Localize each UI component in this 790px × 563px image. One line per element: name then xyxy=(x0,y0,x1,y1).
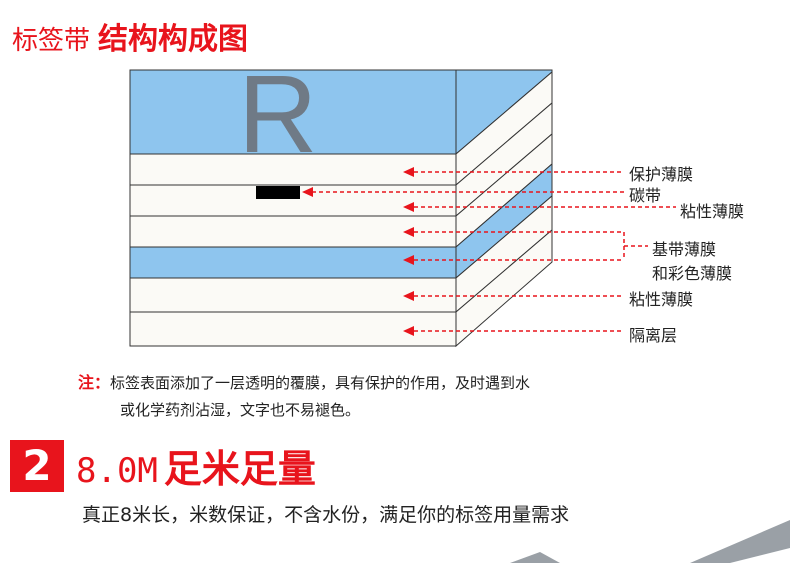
arrowhead-protective xyxy=(403,167,414,177)
label-adhesive-film-2: 粘性薄膜 xyxy=(629,290,694,309)
section-number-badge: 2 xyxy=(10,440,64,492)
layer-protective xyxy=(129,153,457,186)
side-strip-6 xyxy=(455,228,553,348)
arrowhead-base-2 xyxy=(403,255,414,265)
pen-decoration xyxy=(510,520,790,563)
arrowhead-base-1 xyxy=(403,227,414,237)
note-text: 注：标签表面添加了一层透明的覆膜，具有保护的作用，及时遇到水 或化学药剂沾湿，文… xyxy=(78,369,530,424)
label-separator: 隔离层 xyxy=(629,326,678,345)
section2-description: 真正8米长，米数保证，不含水份，满足你的标签用量需求 xyxy=(82,504,570,526)
note-line-2: 或化学药剂沾湿，文字也不易褪色。 xyxy=(120,401,361,419)
arrowhead-adhesive-1 xyxy=(403,202,414,212)
page-title: 标签带结构构成图 xyxy=(12,14,248,58)
arrowhead-separator xyxy=(403,326,414,336)
label-color-film: 和彩色薄膜 xyxy=(652,264,733,283)
carbon-ribbon-block xyxy=(256,186,300,199)
note-line-1: 标签表面添加了一层透明的覆膜，具有保护的作用，及时遇到水 xyxy=(110,374,531,392)
layer-base-blue xyxy=(129,246,457,279)
section2-metric: 8.0M xyxy=(76,451,158,491)
layer-separator xyxy=(129,311,457,347)
label-base-film: 基带薄膜 xyxy=(652,240,717,259)
layer-adhesive-1 xyxy=(129,215,457,248)
title-structure: 结构构成图 xyxy=(98,22,249,57)
title-product: 标签带 xyxy=(12,26,91,56)
section2-heading: 足米足量 xyxy=(163,447,316,491)
label-carbon-ribbon: 碳带 xyxy=(629,186,662,205)
label-adhesive-film-1: 粘性薄膜 xyxy=(680,202,745,221)
arrowhead-adhesive-2 xyxy=(403,291,414,301)
note-prefix: 注： xyxy=(78,373,111,392)
label-protective-film: 保护薄膜 xyxy=(629,165,694,184)
arrowhead-ribbon xyxy=(302,187,313,197)
